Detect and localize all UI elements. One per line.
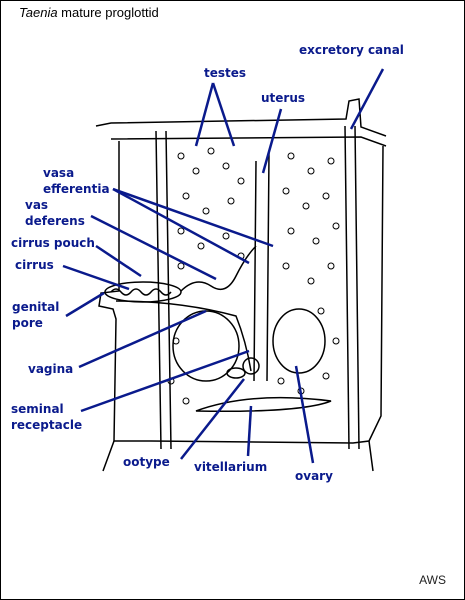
vitellarium-shape xyxy=(196,398,331,412)
label-genital-pore-line1: genital xyxy=(12,299,59,315)
label-vagina: vagina xyxy=(28,361,73,377)
leader-testes-1 xyxy=(196,83,213,146)
label-vasa-efferentia-line2: efferentia xyxy=(43,181,110,197)
leader-vasa-efferentia-1 xyxy=(113,189,273,246)
excretory-canal-right xyxy=(345,126,349,449)
label-cirrus: cirrus xyxy=(15,257,54,273)
leader-testes-2 xyxy=(213,83,234,146)
label-seminal-receptacle-line2: receptacle xyxy=(11,417,82,433)
vagina-duct xyxy=(116,301,251,371)
label-ovary: ovary xyxy=(295,468,333,484)
upper-segment xyxy=(96,99,386,136)
leader-genital-pore xyxy=(66,293,104,316)
label-testes: testes xyxy=(204,65,246,81)
cirrus-coil xyxy=(111,289,171,295)
label-vas-deferens-line1: vas xyxy=(25,197,48,213)
label-vas-deferens-line2: deferens xyxy=(25,213,85,229)
label-vasa-efferentia-line1: vasa xyxy=(43,165,74,181)
label-cirrus-pouch: cirrus pouch xyxy=(11,235,95,251)
uterus-stem xyxy=(254,153,269,381)
author-credit: AWS xyxy=(419,573,446,587)
label-seminal-receptacle-line1: seminal xyxy=(11,401,64,417)
label-vitellarium: vitellarium xyxy=(194,459,267,475)
label-ootype: ootype xyxy=(123,454,170,470)
leader-ovary xyxy=(296,366,313,463)
leader-vagina xyxy=(79,311,206,367)
leader-vitellarium xyxy=(248,406,251,456)
leader-uterus xyxy=(263,109,281,173)
leader-ootype xyxy=(181,379,244,459)
leader-seminal-receptacle xyxy=(81,351,249,411)
vas-deferens-duct xyxy=(181,246,256,291)
label-uterus: uterus xyxy=(261,90,305,106)
seminal-receptacle-shape xyxy=(227,368,245,378)
ovary-right-lobe xyxy=(273,309,325,373)
label-excretory-canal: excretory canal xyxy=(299,42,404,58)
leader-vas-deferens xyxy=(91,216,216,279)
label-genital-pore-line2: pore xyxy=(12,315,43,331)
